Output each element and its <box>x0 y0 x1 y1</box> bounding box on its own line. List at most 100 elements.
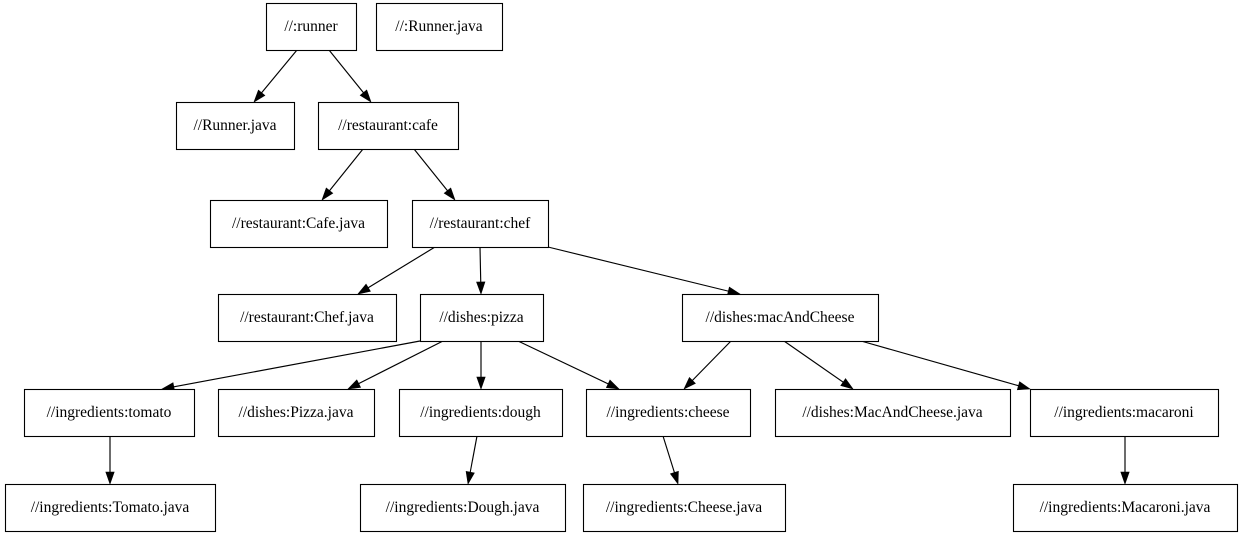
node-box[interactable] <box>585 388 752 438</box>
node-box[interactable] <box>582 483 787 533</box>
arrowhead-icon <box>253 89 266 103</box>
graph-node-ing_cheese_java[interactable]: //ingredients:Cheese.java <box>582 483 787 533</box>
edge-line <box>259 49 298 95</box>
edge-restaurant_chef-to-restaurant_chef_java <box>357 246 436 295</box>
graph-node-dishes_pizza[interactable]: //dishes:pizza <box>419 293 545 343</box>
arrowhead-icon <box>359 89 372 103</box>
node-label: //ingredients:macaroni <box>1054 404 1194 421</box>
arrowhead-icon <box>347 379 362 390</box>
arrowhead-icon <box>465 471 475 485</box>
node-box[interactable] <box>175 101 296 151</box>
node-label: //ingredients:Tomato.java <box>31 499 190 516</box>
edge-line <box>860 340 1021 387</box>
node-box[interactable] <box>681 293 880 343</box>
nodes-layer: //:runner //:Runner.java //Runner.java //re… <box>4 2 1239 533</box>
edge-restaurant_chef-to-dishes_mac <box>547 246 741 296</box>
arrowhead-icon <box>683 376 696 390</box>
edge-restaurant_cafe-to-restaurant_cafe_java <box>321 148 364 201</box>
edge-line <box>469 435 478 475</box>
graph-node-restaurant_cafe_java[interactable]: //restaurant:Cafe.java <box>209 199 389 249</box>
graph-node-runner[interactable]: //:runner <box>265 2 358 52</box>
node-label: //Runner.java <box>193 117 276 134</box>
node-label: //ingredients:Dough.java <box>386 499 540 516</box>
edge-restaurant_cafe-to-restaurant_chef <box>413 148 456 201</box>
edge-runner-to-runner_java <box>253 49 298 103</box>
edge-runner-to-restaurant_cafe <box>328 49 372 103</box>
node-box[interactable] <box>317 101 460 151</box>
graph-node-ing_dough_java[interactable]: //ingredients:Dough.java <box>359 483 567 533</box>
node-label: //ingredients:cheese <box>606 404 729 421</box>
edge-restaurant_chef-to-dishes_pizza <box>476 246 486 295</box>
edge-line <box>662 435 676 475</box>
node-box[interactable] <box>398 388 564 438</box>
graph-node-dishes_mac_java[interactable]: //dishes:MacAndCheese.java <box>774 388 1012 438</box>
arrowhead-icon <box>443 187 456 201</box>
node-label: //ingredients:dough <box>420 404 541 421</box>
edge-line <box>356 340 444 386</box>
graph-node-ing_macaroni_java[interactable]: //ingredients:Macaroni.java <box>1012 483 1239 533</box>
arrowhead-icon <box>840 378 854 390</box>
node-label: //ingredients:Cheese.java <box>606 499 762 516</box>
node-label: //ingredients:Macaroni.java <box>1040 499 1211 516</box>
node-box[interactable] <box>1029 388 1220 438</box>
node-box[interactable] <box>411 199 550 249</box>
arrowhead-icon <box>357 283 371 295</box>
arrowhead-icon <box>321 187 334 201</box>
node-label: //:runner <box>284 18 338 35</box>
node-label: //restaurant:cafe <box>338 117 438 134</box>
node-box[interactable] <box>23 388 196 438</box>
graph-node-restaurant_chef_java[interactable]: //restaurant:Chef.java <box>217 293 398 343</box>
edge-ing_dough-to-ing_dough_java <box>465 435 478 485</box>
node-label: //dishes:Pizza.java <box>239 404 354 421</box>
edge-line <box>783 340 846 384</box>
graph-node-dishes_pizza_java[interactable]: //dishes:Pizza.java <box>217 388 376 438</box>
node-box[interactable] <box>209 199 389 249</box>
node-box[interactable] <box>359 483 567 533</box>
arrowhead-icon <box>476 376 486 390</box>
edge-dishes_pizza-to-ing_tomato <box>161 340 421 392</box>
edge-dishes_mac-to-ing_cheese <box>683 340 732 390</box>
edge-line <box>690 340 732 383</box>
graph-node-ing_tomato[interactable]: //ingredients:tomato <box>23 388 196 438</box>
graph-node-restaurant_cafe[interactable]: //restaurant:cafe <box>317 101 460 151</box>
edge-line <box>547 246 731 293</box>
node-box[interactable] <box>4 483 217 533</box>
node-box[interactable] <box>1012 483 1239 533</box>
graph-node-runner_java_root[interactable]: //:Runner.java <box>375 2 504 52</box>
graph-node-runner_java[interactable]: //Runner.java <box>175 101 296 151</box>
node-label: //restaurant:Cafe.java <box>232 215 365 232</box>
graph-node-dishes_mac[interactable]: //dishes:macAndCheese <box>681 293 880 343</box>
edge-dishes_pizza-to-ing_dough <box>476 341 486 390</box>
edge-ing_cheese-to-ing_cheese_java <box>662 435 679 485</box>
edges-layer <box>105 49 1130 485</box>
graph-node-ing_cheese[interactable]: //ingredients:cheese <box>585 388 752 438</box>
edge-line <box>479 246 482 285</box>
graph-node-restaurant_chef[interactable]: //restaurant:chef <box>411 199 550 249</box>
node-box[interactable] <box>774 388 1012 438</box>
node-label: //dishes:macAndCheese <box>706 309 855 326</box>
edge-line <box>328 49 366 95</box>
edge-line <box>327 148 364 193</box>
edge-line <box>517 340 611 386</box>
node-label: //restaurant:Chef.java <box>240 309 374 326</box>
graph-node-ing_macaroni[interactable]: //ingredients:macaroni <box>1029 388 1220 438</box>
node-box[interactable] <box>217 388 376 438</box>
graph-node-ing_tomato_java[interactable]: //ingredients:Tomato.java <box>4 483 217 533</box>
node-label: //ingredients:tomato <box>47 404 172 421</box>
node-box[interactable] <box>265 2 358 52</box>
arrowhead-icon <box>105 471 115 485</box>
node-label: //restaurant:chef <box>430 215 532 232</box>
arrowhead-icon <box>1120 471 1130 485</box>
edge-dishes_mac-to-ing_macaroni <box>860 340 1031 391</box>
edge-dishes_pizza-to-dishes_pizza_java <box>347 340 444 390</box>
node-label: //:Runner.java <box>395 18 483 35</box>
graph-node-ing_dough[interactable]: //ingredients:dough <box>398 388 564 438</box>
edge-ing_macaroni-to-ing_macaroni_java <box>1120 436 1130 485</box>
edge-dishes_pizza-to-ing_cheese <box>517 340 620 390</box>
node-box[interactable] <box>419 293 545 343</box>
node-box[interactable] <box>375 2 504 52</box>
node-box[interactable] <box>217 293 398 343</box>
node-label: //dishes:MacAndCheese.java <box>802 404 982 421</box>
arrowhead-icon <box>476 281 486 295</box>
